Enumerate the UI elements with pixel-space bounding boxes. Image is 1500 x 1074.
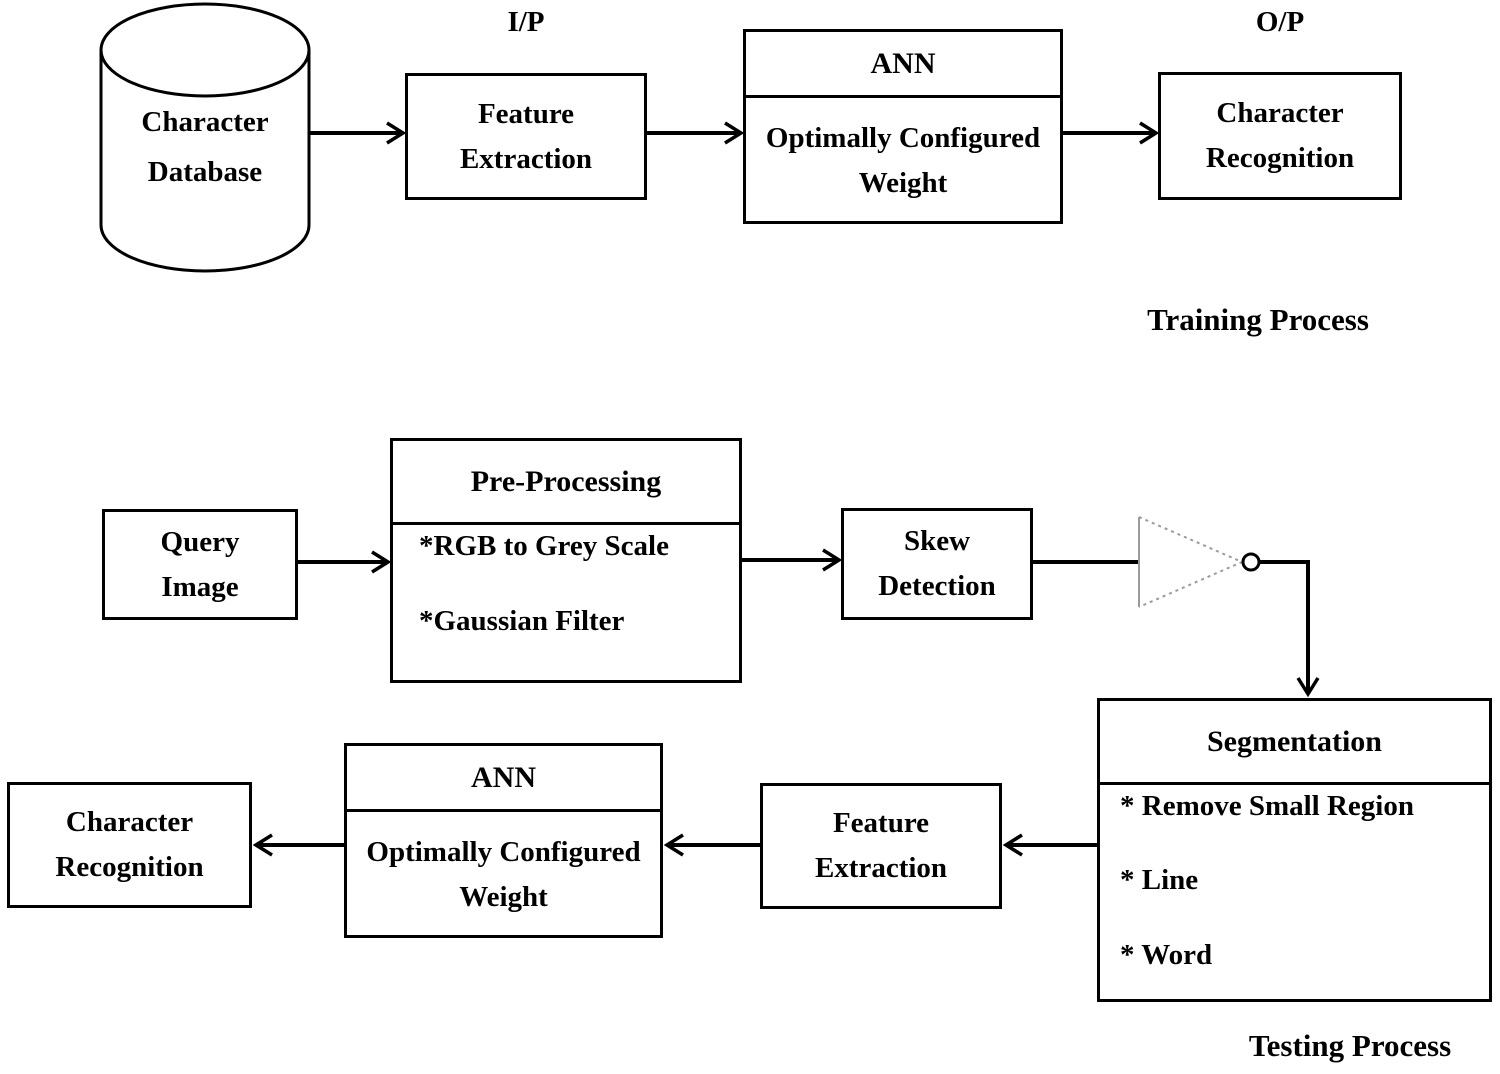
ann-box-training: ANN Optimally Configured Weight [743,29,1063,224]
skew-detection-box: Skew Detection [841,508,1033,620]
arrow-gate-to-segmentation [1259,560,1320,698]
not-gate-icon [1138,516,1261,608]
ann-body-testing: Optimally Configured Weight [366,836,641,913]
segmentation-item-remove-small-region: * Remove Small Region [1120,790,1414,822]
testing-process-caption: Testing Process [1248,1028,1452,1063]
preprocessing-item-gaussian: *Gaussian Filter [419,605,625,637]
feature-extraction-box-testing: Feature Extraction [760,783,1002,909]
preprocessing-item-rgb: *RGB to Grey Scale [419,530,669,562]
character-recognition-box-training: Character Recognition [1158,72,1402,200]
segmentation-header: Segmentation [1100,701,1489,785]
ann-header-testing: ANN [347,746,660,812]
segmentation-item-word: * Word [1120,939,1213,971]
database-cylinder-icon [99,2,311,273]
character-database-label: Character Database [141,106,269,188]
character-recognition-box-testing: Character Recognition [7,782,252,908]
ann-header-training: ANN [746,32,1060,98]
ann-box-testing: ANN Optimally Configured Weight [344,743,663,938]
segmentation-box: Segmentation * Remove Small Region * Lin… [1097,698,1492,1002]
query-image-box: Query Image [102,509,298,620]
output-label: O/P [1255,6,1305,38]
preprocessing-box: Pre-Processing *RGB to Grey Scale *Gauss… [390,438,742,683]
training-process-caption: Training Process [1147,302,1369,337]
ann-body-training: Optimally Configured Weight [765,122,1041,199]
preprocessing-header: Pre-Processing [393,441,739,525]
feature-extraction-box-training: Feature Extraction [405,73,647,200]
input-label: I/P [507,6,545,38]
segmentation-item-line: * Line [1120,864,1199,896]
